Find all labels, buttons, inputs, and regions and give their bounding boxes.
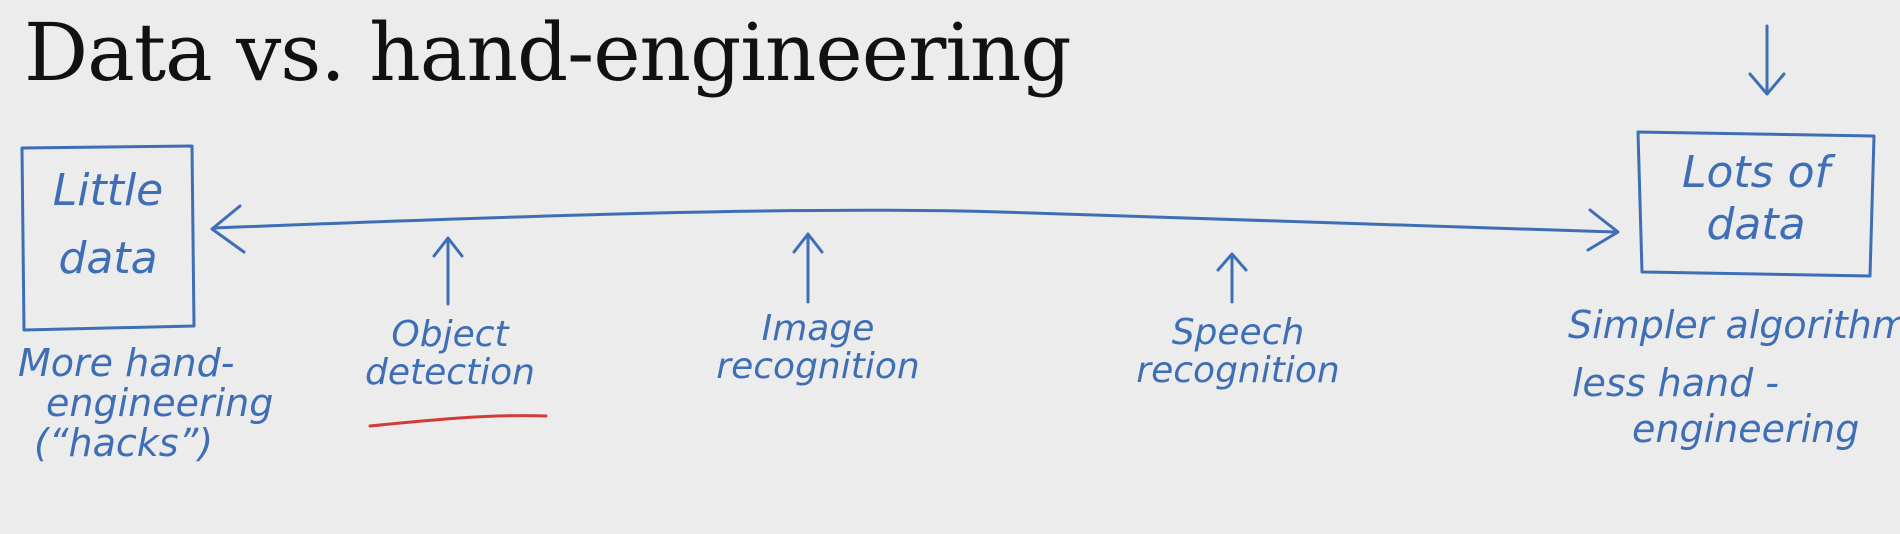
point-label-line: Speech [1171, 312, 1305, 353]
point-speech-recognition: Speech recognition [1128, 314, 1348, 390]
up-arrow-icon-speech-recognition [1216, 252, 1248, 304]
little-data-line: data [58, 233, 158, 285]
point-object-detection: Object detection [340, 316, 560, 392]
red-underline [368, 414, 548, 428]
slide-title: Data vs. hand-engineering [24, 6, 1072, 99]
point-image-recognition: Image recognition [708, 310, 928, 386]
little-data-box [20, 144, 196, 332]
spectrum-line [212, 208, 1617, 234]
note-line: Simpler algorithms [1568, 303, 1900, 347]
left-arrowhead-icon [210, 204, 246, 254]
note-line: engineering [1632, 406, 1860, 451]
little-data-line: Little [52, 165, 164, 216]
up-arrow-icon-object-detection [432, 236, 464, 306]
note-line: More hand- [18, 341, 235, 385]
point-label-line: detection [364, 351, 535, 393]
point-label-line: Image [761, 308, 875, 349]
more-hand-engineering-note: More hand- engineering (“hacks”) [18, 341, 274, 465]
right-arrowhead-icon [1586, 208, 1620, 252]
lots-of-data-label: Lots of data [1646, 147, 1866, 251]
lots-of-data-line: data [1706, 199, 1806, 251]
note-line: engineering [46, 380, 274, 425]
point-label-line: recognition [716, 345, 920, 387]
point-label-line: Object [391, 314, 509, 355]
point-label-line: recognition [1136, 349, 1340, 391]
down-arrow-icon [1748, 24, 1786, 96]
lots-of-data-box [1636, 130, 1876, 278]
note-line: (“hacks”) [34, 420, 214, 465]
little-data-label: Little data [40, 165, 176, 285]
note-line: less hand - [1572, 360, 1779, 405]
up-arrow-icon-image-recognition [792, 232, 824, 304]
simpler-algorithms-note: Simpler algorithms less hand - engineeri… [1568, 303, 1900, 451]
lots-of-data-line: Lots of [1681, 147, 1830, 198]
